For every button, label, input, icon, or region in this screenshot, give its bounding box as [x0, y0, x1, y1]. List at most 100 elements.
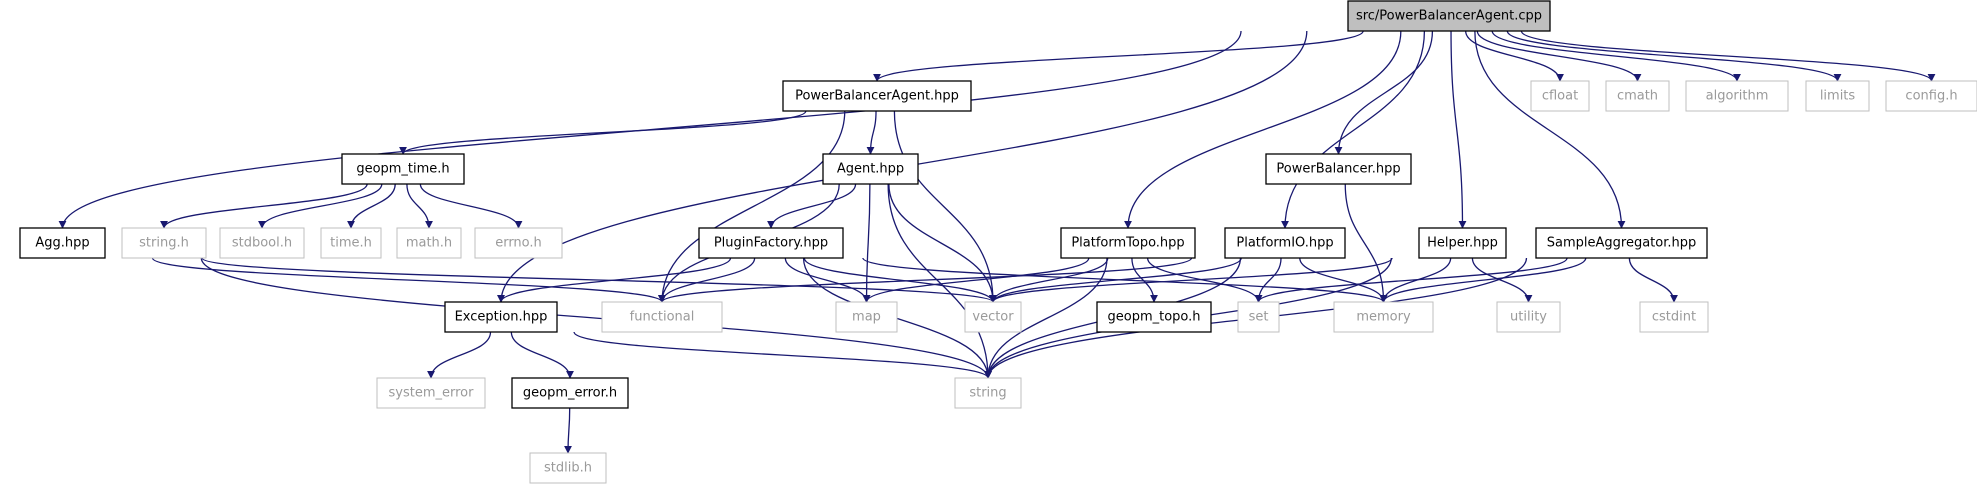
edge-root-to-helper: [1450, 30, 1467, 229]
node-pio[interactable]: PlatformIO.hpp: [1224, 227, 1346, 259]
node-saggr[interactable]: SampleAggregator.hpp: [1535, 227, 1708, 259]
node-limits: limits: [1805, 80, 1870, 112]
edge-agent-to-string: [887, 183, 992, 379]
node-config: config.h: [1885, 80, 1977, 112]
node-syserr: system_error: [376, 377, 486, 409]
node-utility: utility: [1496, 301, 1561, 333]
node-box-gtime: [341, 153, 465, 185]
edge-root-to-algorithm: [1491, 30, 1741, 82]
node-label-stringh: string.h: [139, 236, 189, 251]
node-box-errno: [474, 227, 563, 259]
node-box-ptopo: [1060, 227, 1196, 259]
node-ptopo[interactable]: PlatformTopo.hpp: [1060, 227, 1196, 259]
node-box-root: [1347, 0, 1551, 32]
dependency-edges: [58, 30, 1936, 454]
edge-root-to-pbal: [1334, 30, 1434, 155]
node-label-agg: Agg.hpp: [35, 236, 89, 251]
node-label-vector: vector: [972, 310, 1014, 325]
node-box-algorithm: [1685, 80, 1789, 112]
node-vector: vector: [964, 301, 1022, 333]
node-label-stdlib: stdlib.h: [544, 461, 592, 476]
node-box-memory: [1333, 301, 1434, 333]
node-string: string: [954, 377, 1022, 409]
node-label-string: string: [969, 386, 1006, 401]
node-gtopo[interactable]: geopm_topo.h: [1096, 301, 1212, 333]
node-box-map: [835, 301, 898, 333]
edge-gtime-to-mathh: [406, 183, 433, 229]
edge-root-to-saggr: [1474, 30, 1626, 229]
node-functional: functional: [601, 301, 723, 333]
edge-root-to-config: [1520, 30, 1936, 82]
node-label-ptopo: PlatformTopo.hpp: [1071, 236, 1184, 251]
node-timeh: time.h: [320, 227, 382, 259]
edge-root-to-limits: [1506, 30, 1842, 82]
node-box-cmath: [1605, 80, 1670, 112]
node-pbal[interactable]: PowerBalancer.hpp: [1265, 153, 1412, 185]
node-box-pbal: [1265, 153, 1412, 185]
node-box-cfloat: [1530, 80, 1590, 112]
node-agg[interactable]: Agg.hpp: [19, 227, 106, 259]
node-label-mathh: math.h: [406, 236, 452, 251]
edge-gtime-to-errno: [419, 183, 523, 229]
node-box-exception: [444, 301, 558, 333]
edge-ptopo-to-vector: [989, 257, 1109, 303]
edge-root-to-cfloat: [1465, 30, 1564, 82]
node-label-syserr: system_error: [389, 386, 475, 401]
node-root: src/PowerBalancerAgent.cpp: [1347, 0, 1551, 32]
node-label-helper: Helper.hpp: [1427, 236, 1498, 251]
node-box-gerr: [511, 377, 629, 409]
node-label-agent: Agent.hpp: [837, 162, 904, 177]
edge-pio-to-functional: [658, 257, 1193, 303]
node-label-functional: functional: [630, 310, 695, 325]
node-box-stdbool: [219, 227, 305, 259]
edge-saggr-to-memory: [1379, 257, 1587, 303]
node-label-gerr: geopm_error.h: [523, 386, 617, 401]
node-cmath: cmath: [1605, 80, 1670, 112]
edge-saggr-to-set: [1254, 257, 1568, 303]
node-label-saggr: SampleAggregator.hpp: [1547, 236, 1697, 251]
node-label-gtime: geopm_time.h: [356, 162, 449, 177]
node-box-mathh: [396, 227, 462, 259]
node-box-limits: [1805, 80, 1870, 112]
edge-gtime-to-stringh: [160, 183, 368, 229]
node-box-pio: [1224, 227, 1346, 259]
node-cfloat: cfloat: [1530, 80, 1590, 112]
node-label-cstdint: cstdint: [1652, 310, 1696, 325]
edge-pba-to-functional: [658, 110, 846, 303]
node-exception[interactable]: Exception.hpp: [444, 301, 558, 333]
node-label-memory: memory: [1356, 310, 1411, 325]
node-label-config: config.h: [1905, 89, 1957, 104]
node-pba[interactable]: PowerBalancerAgent.hpp: [782, 80, 972, 112]
node-map: map: [835, 301, 898, 333]
node-label-errno: errno.h: [495, 236, 542, 251]
node-label-algorithm: algorithm: [1706, 89, 1769, 104]
node-stringh: string.h: [121, 227, 207, 259]
node-box-cstdint: [1639, 301, 1709, 333]
node-label-cmath: cmath: [1617, 89, 1658, 104]
node-label-limits: limits: [1820, 89, 1856, 104]
node-set: set: [1237, 301, 1280, 333]
edge-pfact-to-map: [784, 257, 871, 303]
node-box-functional: [601, 301, 723, 333]
edge-pba-to-vector: [893, 110, 997, 303]
node-errno: errno.h: [474, 227, 563, 259]
node-memory: memory: [1333, 301, 1434, 333]
edge-agent-to-vector: [888, 183, 997, 303]
node-box-helper: [1418, 227, 1507, 259]
node-box-pba: [782, 80, 972, 112]
node-box-pfact: [698, 227, 844, 259]
node-helper[interactable]: Helper.hpp: [1418, 227, 1507, 259]
node-cstdint: cstdint: [1639, 301, 1709, 333]
node-label-gtopo: geopm_topo.h: [1107, 310, 1200, 325]
edge-agg-to-functional: [151, 257, 666, 303]
node-agent[interactable]: Agent.hpp: [822, 153, 919, 185]
node-box-vector: [964, 301, 1022, 333]
node-pfact[interactable]: PluginFactory.hpp: [698, 227, 844, 259]
node-gerr[interactable]: geopm_error.h: [511, 377, 629, 409]
node-label-pio: PlatformIO.hpp: [1236, 236, 1333, 251]
edge-pfact-to-vector: [803, 257, 997, 303]
node-gtime[interactable]: geopm_time.h: [341, 153, 465, 185]
edge-agent-to-map: [862, 183, 871, 303]
node-stdlib: stdlib.h: [529, 452, 607, 484]
edge-gtime-to-timeh: [347, 183, 396, 229]
